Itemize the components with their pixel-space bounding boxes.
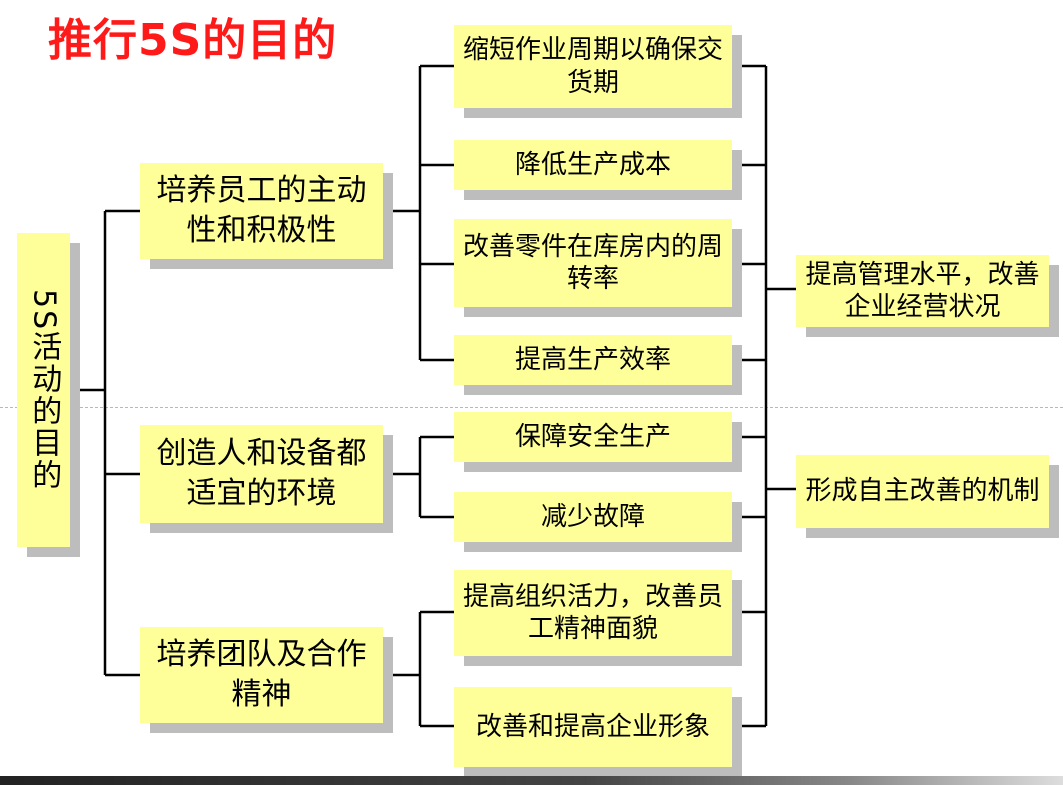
goal-node-3: 改善零件在库房内的周转率 <box>454 219 732 307</box>
outcome-node-1: 提高管理水平，改善企业经营状况 <box>796 255 1049 327</box>
goal-node-1: 缩短作业周期以确保交货期 <box>454 25 732 108</box>
goal-node-8: 改善和提高企业形象 <box>454 687 732 767</box>
category-node-2: 创造人和设备都适宜的环境 <box>140 425 383 523</box>
goal-node-5: 保障安全生产 <box>454 412 732 462</box>
goal-node-2: 降低生产成本 <box>454 140 732 190</box>
outcome-node-2: 形成自主改善的机制 <box>796 455 1049 528</box>
goal-node-6: 减少故障 <box>454 492 732 542</box>
guide-line <box>0 407 1063 408</box>
bottom-bar <box>0 776 1063 785</box>
goal-node-4: 提高生产效率 <box>454 335 732 385</box>
goal-node-7: 提高组织活力，改善员工精神面貌 <box>454 570 732 656</box>
category-node-3: 培养团队及合作精神 <box>140 627 383 723</box>
page-title: 推行5S的目的 <box>48 15 338 66</box>
category-node-1: 培养员工的主动性和积极性 <box>140 163 383 259</box>
root-node: 5S活动的目的 <box>17 233 70 547</box>
